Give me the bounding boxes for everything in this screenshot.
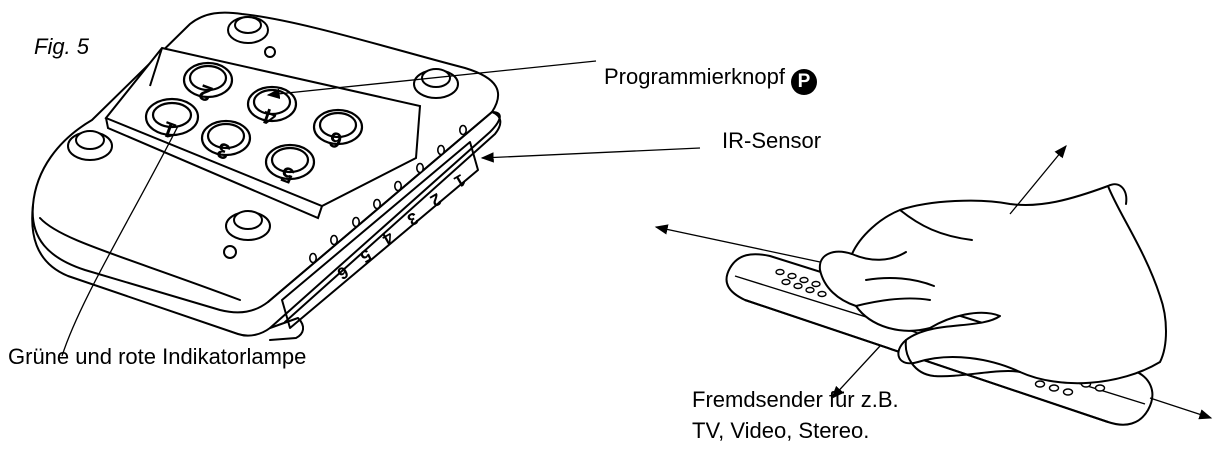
key-2 (182, 61, 234, 99)
programming-badge-icon: P (790, 69, 817, 95)
indicator-lamp-leader (61, 125, 179, 357)
keypad (104, 46, 422, 220)
device-sensor-face (267, 111, 502, 323)
programming-button-leader (266, 60, 597, 99)
figure-label: Fig. 5 (34, 34, 90, 59)
channel-number-4: 4 (378, 227, 396, 248)
ir-arrow-right (1149, 397, 1213, 420)
keypad-buttons (144, 61, 364, 181)
key-1 (144, 97, 200, 137)
ir-sensor-label: IR-Sensor (722, 128, 822, 153)
foot-top-right (413, 68, 459, 99)
transmitter-label-line2: TV, Video, Stereo. (692, 418, 870, 443)
key-3 (200, 119, 252, 157)
channel-number-3: 3 (404, 208, 422, 229)
foot-bottom (225, 210, 271, 241)
indicator-leds (308, 124, 467, 264)
foot-top-left (227, 16, 269, 44)
indicator-lamp-label: Grüne und rote Indikatorlampe (8, 344, 307, 369)
channel-number-1: 1 (451, 170, 469, 191)
transmitter-label: Fremdsender für z.B. TV, Video, Stereo. (692, 384, 899, 446)
key-6 (312, 108, 364, 146)
ir-arrow-down (831, 345, 881, 399)
hand-palm (818, 185, 1167, 385)
key-4 (246, 85, 298, 123)
key-5 (264, 143, 316, 181)
ir-arrow-left (654, 224, 821, 263)
device-side-window (281, 141, 479, 329)
ir-sensor-leader (480, 147, 701, 163)
device-feet (67, 16, 459, 259)
ir-arrow-up (1009, 144, 1067, 215)
keypad-plate (104, 46, 422, 208)
hand-holding-remote (818, 183, 1167, 385)
programming-button-text: Programmierknopf (604, 64, 785, 89)
foot-left (67, 130, 113, 161)
device-side-body (31, 111, 501, 337)
transmitter-label-line1: Fremdsender für z.B. (692, 387, 899, 412)
